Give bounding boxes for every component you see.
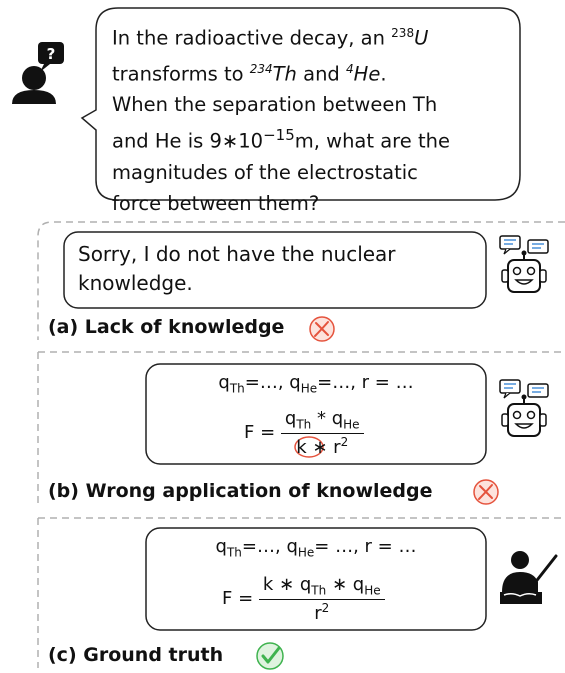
panel-c-bubble [145,527,487,631]
panel-a-label: (a) Lack of knowledge [48,316,285,338]
panel-b-force-formula: F = qTh * qHe k ∗ r2 [244,408,364,458]
error-highlight-k [294,436,324,458]
teacher-icon [500,551,558,604]
panel-b-bubble [145,363,487,465]
question-bubble: ? [12,7,521,201]
panel-a-reply-line1: Sorry, I do not have the nuclear [78,242,396,266]
question-line-6: force between them? [112,191,320,215]
panel-b-label: (b) Wrong application of knowledge [48,480,433,502]
panel-c-force-formula: F = k ∗ qTh ∗ qHe r2 [222,574,385,624]
panel-a-bubble [63,231,487,309]
panel-c-variables: qTh=…, qHe= …, r = … [215,536,417,560]
panel-b-variables: qTh=…, qHe=…, r = … [218,372,414,396]
question-line-1: In the radioactive decay, an 238U [112,26,429,50]
question-line-5: magnitudes of the electrostatic [112,160,418,184]
person-question-icon: ? [12,42,64,104]
wrong-mark-icon [473,479,499,505]
check-mark-icon [256,642,284,670]
question-text: In the radioactive decay, an 238U transf… [112,18,522,219]
panel-b-numerator: qTh * qHe [280,408,364,434]
question-line-4: and He is 9∗10−15m, what are the [112,126,450,153]
wrong-mark-icon [309,316,335,342]
panel-a-reply-line2: knowledge. [78,271,193,295]
robot-icon [499,379,549,437]
panel-c-denominator: r2 [314,600,330,624]
robot-icon [499,235,549,293]
svg-text:?: ? [47,45,56,63]
panel-c-numerator: k ∗ qTh ∗ qHe [258,574,385,600]
question-line-2: transforms to 234Th and 4He. [112,61,387,86]
panel-c-label: (c) Ground truth [48,644,224,666]
panel-a-reply: Sorry, I do not have the nuclear knowled… [78,240,396,298]
question-line-3: When the separation between Th [112,93,438,116]
panel-b-denominator: k ∗ r2 [296,434,349,458]
